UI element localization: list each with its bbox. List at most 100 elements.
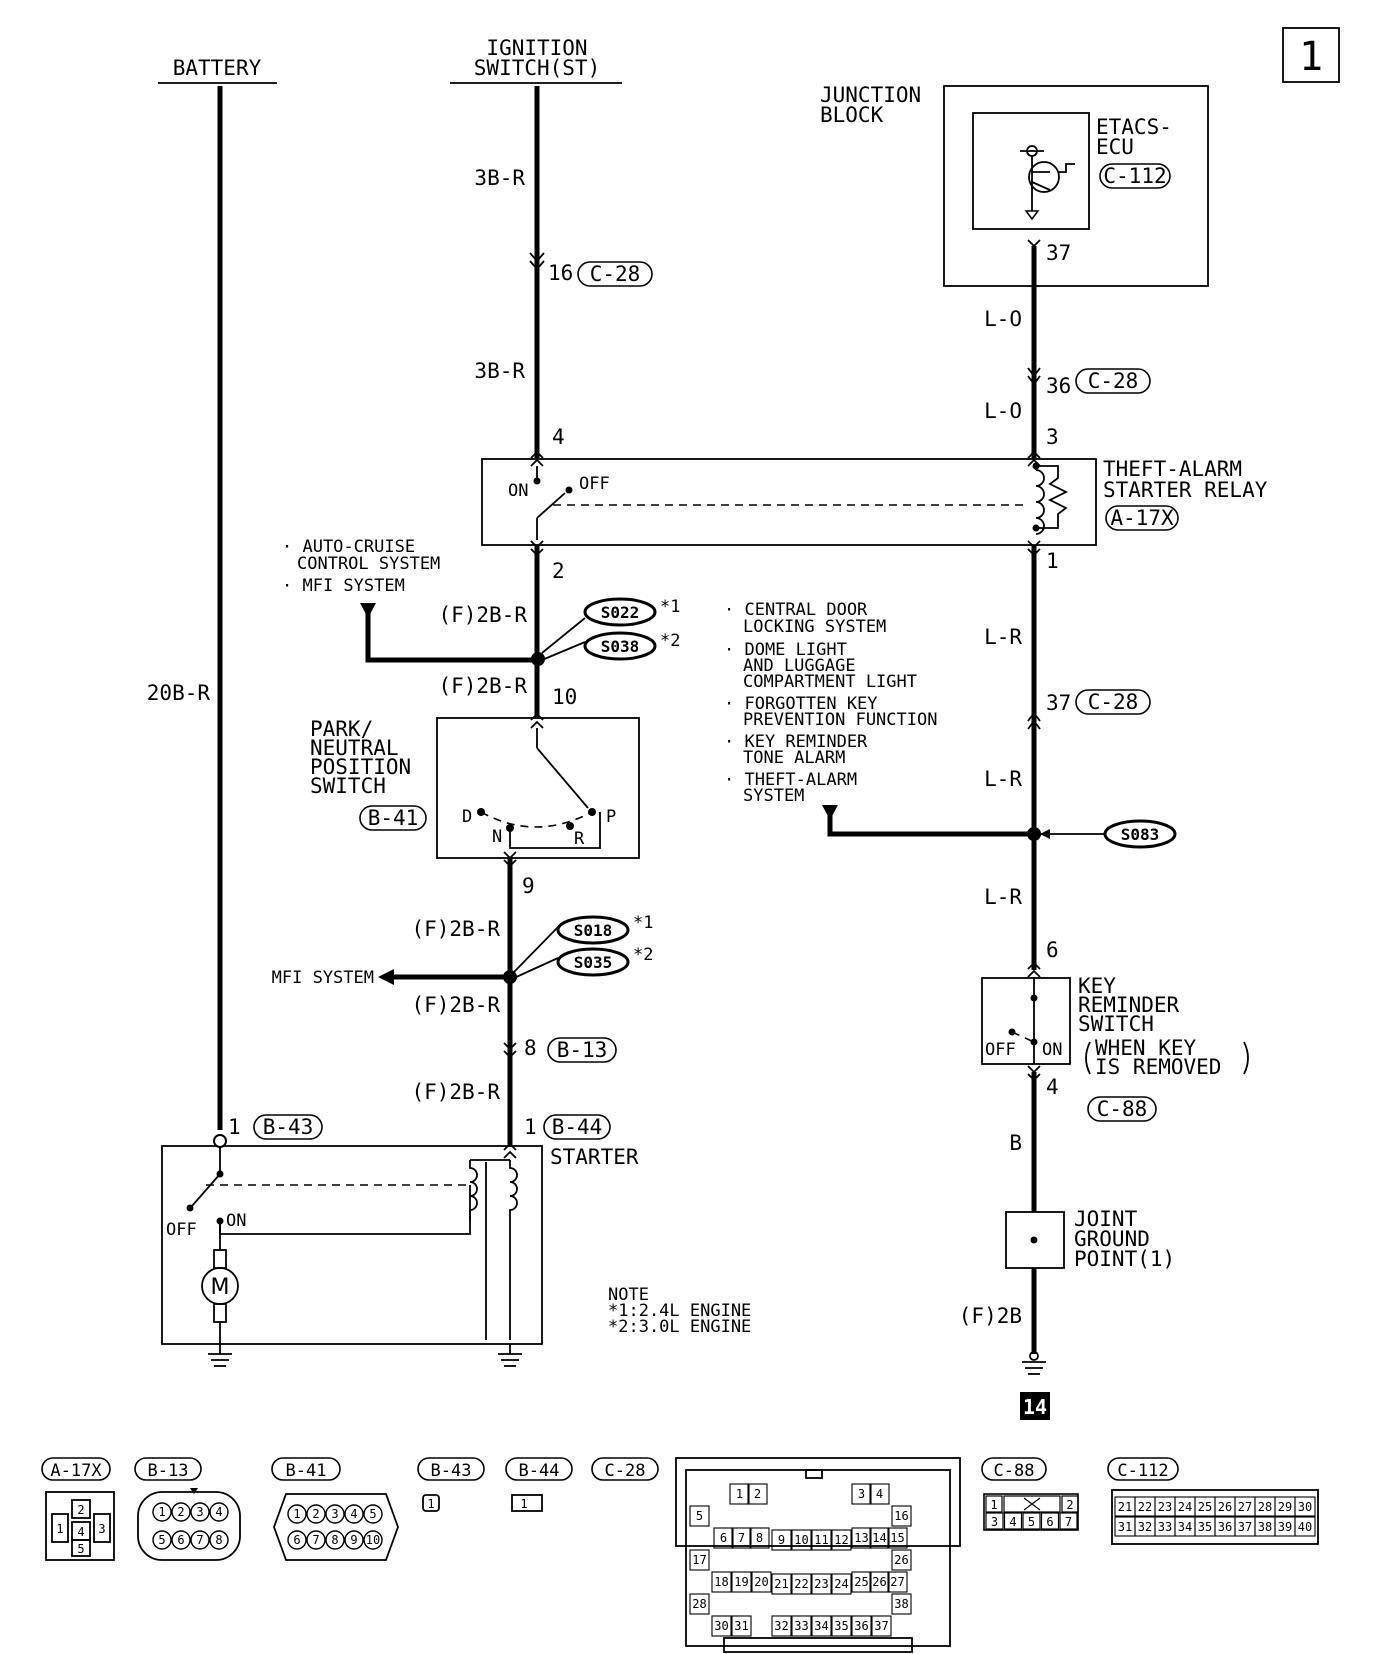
s035-mark: *2 [633,945,653,965]
pn-wiper [536,747,589,809]
motor-label: M [211,1275,230,1300]
b41-pin-label: 7 [312,1533,319,1547]
sys-a2: LOCKING SYSTEM [743,617,886,637]
relay-switch-arm [536,492,566,519]
keysw-label-2: REMINDER [1078,993,1180,1017]
mfi-arrow [378,969,394,985]
c28-cell [791,1615,812,1637]
c28-pin-label: 12 [834,1533,848,1547]
c28-pin-label: 25 [854,1575,868,1589]
b41-pin-label: 1 [293,1507,300,1521]
b41-pin-circle [287,1530,307,1550]
starter-label: STARTER [550,1145,639,1169]
c112-pin-label: 27 [1238,1500,1252,1514]
mfi-label: MFI SYSTEM [272,968,374,988]
b13-pin-circle [171,1502,191,1522]
c112-pin-label: 26 [1218,1500,1232,1514]
c28-pin-label: 20 [754,1575,768,1589]
b44-face-pin: 1 [520,1497,527,1511]
conn-b13-name: B-13 [148,1461,189,1481]
b13-tag [547,1037,617,1063]
c112-cell [1294,1516,1316,1537]
battery-label: BATTERY [173,56,262,80]
c112-tag-text: C-112 [1103,164,1166,188]
b41-pin-circle [325,1504,345,1524]
note-2: *1:2.4L ENGINE [608,1301,751,1321]
b41-pin-circle [363,1530,383,1550]
b41-pin-circle [325,1530,345,1550]
b13-pin-label: 2 [177,1505,184,1519]
starter-feed-color-3: (F)2B-R [411,1080,500,1104]
b13-pin-label: 1 [158,1505,165,1519]
c28-pin-label: 31 [734,1619,748,1633]
c28-pin-label: 14 [872,1531,886,1545]
conn-b41-name: B-41 [286,1461,327,1481]
c28-cell [731,1615,752,1637]
sys-b2: AND LUGGAGE [743,656,856,676]
b41-pin-label: 2 [312,1507,319,1521]
ecu-pin-37: 37 [1046,241,1071,265]
auto-cruise-branch-wire [365,608,538,663]
conn-c112-face [1111,1489,1319,1545]
pn-r-contact [566,822,574,830]
junction-block-box [943,85,1209,287]
a17x-pin-2: 2 [77,1503,84,1517]
jgp-label-2: GROUND [1074,1227,1150,1251]
keysw-label-1: KEY [1078,974,1116,998]
ignition-label-1: IGNITION [486,36,587,60]
c28-pin-label: 32 [774,1619,788,1633]
pn-feed-color-1: (F)2B-R [438,603,527,627]
c28-pin-label: 4 [876,1487,883,1501]
c88-cell [1003,1512,1023,1530]
starter-ground-left [208,1344,232,1367]
keysw-when-2: IS REMOVED [1095,1055,1221,1079]
c28-cell [851,1527,872,1549]
conn-b41-face [273,1493,399,1561]
c88-cell [1040,1512,1060,1530]
pn-internal-link [509,812,601,849]
c112-pin-label: 34 [1178,1520,1192,1534]
jgp-label-3: POINT(1) [1074,1247,1175,1271]
starter-on-wire [219,1185,471,1235]
b13-pin-label: 5 [158,1533,165,1547]
conn-c88-tag [981,1457,1047,1481]
c88-tag-text: C-88 [1097,1097,1148,1121]
conn-b43-name: B-43 [431,1461,472,1481]
conn-b44-face [511,1494,543,1512]
starter-feed-color-2: (F)2B-R [411,993,500,1017]
b41-pin-label: 6 [293,1533,300,1547]
splice-s035 [556,947,630,977]
ecu-label-2: ECU [1096,135,1134,159]
theft-alarm-relay-box [481,458,1097,546]
conn-b44-name: B-44 [519,1461,560,1481]
c112-tag [1099,163,1171,189]
ground-ref: 14 [1023,1395,1047,1419]
relay-on-contact [533,477,541,485]
b41-pin-circle [344,1504,364,1524]
conn-b13-face [137,1491,241,1561]
c28-pin-label: 10 [794,1533,808,1547]
c88-tag [1087,1096,1157,1122]
b41-pin-circle [306,1504,326,1524]
c28-pin-label: 8 [756,1531,763,1545]
relay-coil-node-bottom [1032,524,1040,532]
c112-pin-label: 33 [1158,1520,1172,1534]
starter-hold-coil [469,1160,478,1220]
splice-s018-text: S018 [574,921,613,940]
c28-cell [831,1573,852,1595]
b41-tag-text: B-41 [368,806,419,830]
s038-mark: *2 [660,631,680,651]
c112-pin-label: 39 [1278,1520,1292,1534]
page-number: 1 [1299,34,1323,80]
relay-pin-2: 2 [552,559,565,583]
c88-cell [985,1512,1004,1530]
splice-s083-text: S083 [1121,825,1160,844]
sys-b1: · DOME LIGHT [724,640,847,660]
b44-terminal [503,1142,517,1159]
etacs-ecu-box [972,112,1090,230]
c88-pin-label: 7 [1065,1515,1072,1529]
motor-brush-bottom [213,1303,227,1323]
c112-pin-label: 24 [1178,1500,1192,1514]
c28-pin-label: 6 [720,1531,727,1545]
key-reminder-switch-box [981,977,1071,1065]
